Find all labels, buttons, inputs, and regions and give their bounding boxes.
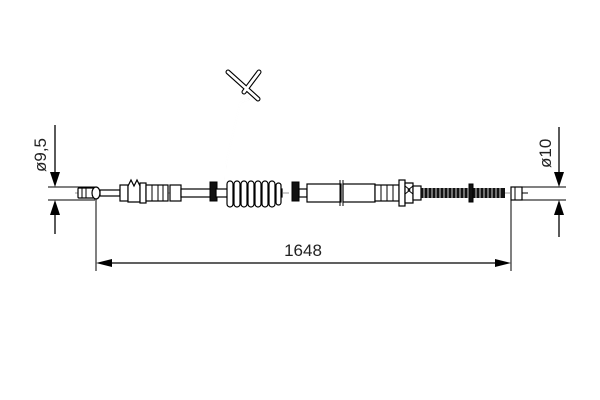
arrow-down-icon: [554, 172, 564, 187]
spring-bracket: [215, 69, 308, 208]
length-value: 1648: [284, 241, 322, 260]
left-end-fitting: [77, 186, 121, 200]
right-adjuster: [374, 179, 422, 207]
length-dimension: 1648: [95, 196, 512, 271]
coil-spring: [215, 180, 283, 208]
center-sleeve: [306, 180, 376, 206]
right-diameter-dimension: ø10: [512, 127, 566, 237]
threaded-rod: [421, 183, 505, 203]
right-end-fitting: [510, 186, 528, 201]
right-diameter-label: ø10: [536, 139, 555, 168]
arrow-left-icon: [96, 259, 112, 267]
left-adjuster: [119, 178, 218, 204]
arrow-right-icon: [495, 259, 511, 267]
left-diameter-dimension: ø9,5: [31, 125, 95, 234]
arrow-up-icon: [50, 200, 60, 215]
arrow-up-icon: [554, 200, 564, 215]
left-diameter-label: ø9,5: [31, 138, 50, 172]
arrow-down-icon: [50, 172, 60, 187]
